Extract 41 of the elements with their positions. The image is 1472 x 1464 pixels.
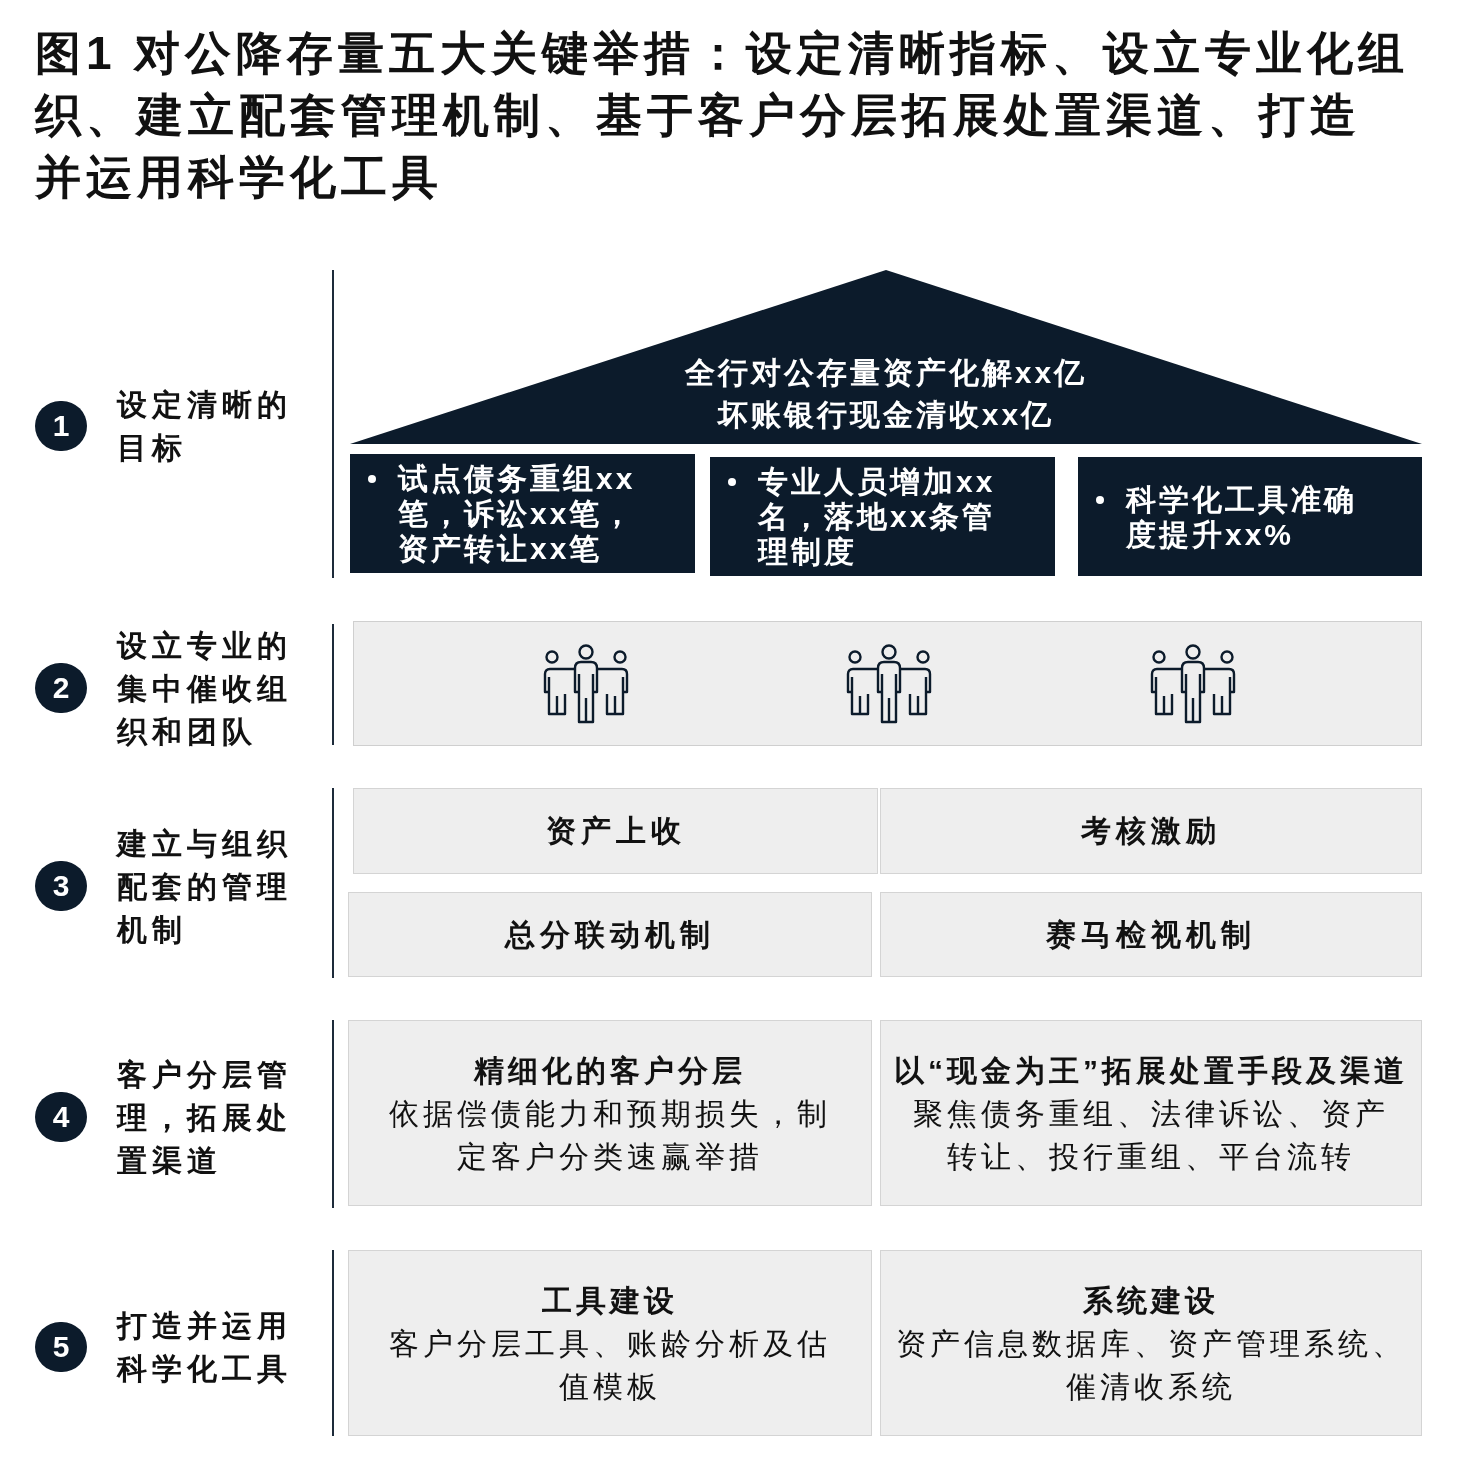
card-heading: 以“现金为王”拓展处置手段及渠道 <box>894 1052 1408 1089</box>
measure-card <box>348 1250 872 1436</box>
mechanism-text: 考核激励 <box>1081 813 1221 849</box>
card-heading: 工具建设 <box>542 1282 678 1319</box>
measure-card <box>348 1020 872 1206</box>
step-label: 建立与组织配套的管理机制 <box>117 825 293 948</box>
step-number: 2 <box>35 663 87 713</box>
target-text: 专业人员增加xx名，落地xx条管理制度 <box>758 464 997 569</box>
target-text: 科学化工具准确度提升xx% <box>1126 481 1358 552</box>
card-heading: 系统建设 <box>1083 1282 1219 1319</box>
goal-text: 全行对公存量资产化解xx亿 <box>684 355 1088 391</box>
mechanism-card <box>880 892 1422 977</box>
roof-triangle <box>350 270 1422 444</box>
target-box <box>1078 457 1422 576</box>
card-body: 资产信息数据库、资产管理系统、催清收系统 <box>895 1325 1407 1405</box>
step-number: 4 <box>35 1092 87 1142</box>
card-body: 依据偿债能力和预期损失，制定客户分类速赢举措 <box>388 1095 832 1175</box>
card-body: 客户分层工具、账龄分析及估值模板 <box>388 1325 832 1405</box>
step-label: 打造并运用科学化工具 <box>117 1308 293 1387</box>
mechanism-text: 赛马检视机制 <box>1046 916 1256 953</box>
target-box <box>350 454 695 573</box>
mechanism-text: 资产上收 <box>545 813 686 849</box>
card-heading: 精细化的客户分层 <box>474 1052 746 1089</box>
measure-card <box>880 1020 1422 1206</box>
step-label: 设定清晰的目标 <box>117 387 293 466</box>
step-number: 1 <box>35 401 87 451</box>
team-panel <box>353 621 1422 746</box>
title: 图1 对公降存量五大关键举措：设定清晰指标、设立专业化组织、建立配套管理机制、基于客户分层拓展处置渠道、打造并运用科学化工具 <box>35 26 1411 205</box>
goal-text: 坏账银行现金清收xx亿 <box>717 397 1055 433</box>
mechanism-card <box>353 788 878 874</box>
measure-card <box>880 1250 1422 1436</box>
step-label: 设立专业的集中催收组织和团队 <box>117 627 293 750</box>
step-number: 3 <box>35 861 87 911</box>
step-label: 客户分层管理，拓展处置渠道 <box>117 1056 293 1179</box>
mechanism-card <box>880 788 1422 874</box>
mechanism-text: 总分联动机制 <box>505 916 715 953</box>
target-box <box>710 457 1055 576</box>
mechanism-card <box>348 892 872 977</box>
target-text: 试点债务重组xx笔，诉讼xx笔，资产转让xx笔 <box>398 461 637 566</box>
card-body: 聚焦债务重组、法律诉讼、资产转让、投行重组、平台流转 <box>912 1095 1390 1175</box>
step-number: 5 <box>35 1322 87 1372</box>
